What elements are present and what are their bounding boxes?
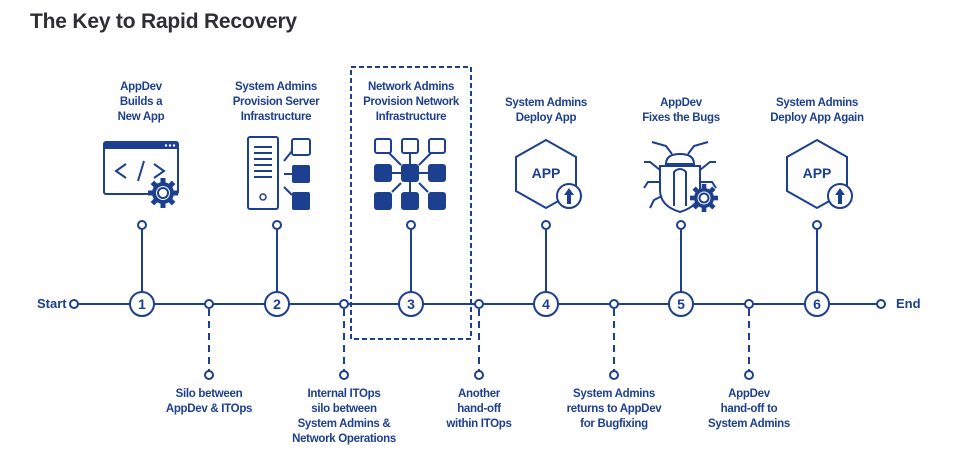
step-number: 3	[407, 296, 415, 312]
handoff-end-dot	[204, 370, 214, 380]
start-node	[69, 299, 79, 309]
step-connector-dot	[541, 220, 551, 230]
handoff-timeline-dot	[474, 299, 484, 309]
server-infrastructure-icon	[247, 136, 311, 210]
label-line: AppDev & ITOps	[165, 403, 253, 415]
label-line: hand-off to	[720, 403, 778, 415]
label-line: within ITOps	[446, 418, 512, 430]
highlight-box	[350, 66, 472, 340]
handoff-timeline-dot	[204, 299, 214, 309]
label-line: AppDev	[728, 388, 770, 400]
label-line: Silo between	[175, 388, 243, 400]
step-connector-dot	[406, 220, 416, 230]
app-icon-text: APP	[532, 165, 561, 181]
handoff-timeline-dot	[609, 299, 619, 309]
step-number-circle	[398, 291, 424, 317]
label-line: Builds a	[119, 96, 163, 108]
label-line: Provision Server	[232, 96, 320, 108]
step-number: 4	[542, 296, 550, 312]
handoff-end-dot	[474, 370, 484, 380]
handoff-timeline-dot	[339, 299, 349, 309]
step-node-3: 3	[398, 220, 424, 317]
step-1-label: AppDev Builds a New App	[56, 80, 226, 125]
label-line: Deploy App Again	[770, 112, 864, 124]
app-deploy-icon: APP	[515, 138, 582, 210]
label-line: Infrastructure	[240, 111, 312, 123]
handoff-timeline-dot	[744, 299, 754, 309]
step-number: 5	[677, 296, 685, 312]
step-6-label: System Admins Deploy App Again	[732, 96, 902, 126]
step-node-2: 2	[264, 220, 290, 317]
handoff-end-dot	[744, 370, 754, 380]
label-line: System Admins	[505, 97, 587, 109]
label-line: Network Admins	[367, 81, 455, 93]
handoff-end-dot	[609, 370, 619, 380]
label-line: for Bugfixing	[580, 418, 648, 430]
label-line: AppDev	[660, 97, 702, 109]
handoff-node-2	[339, 299, 349, 380]
label-line: Deploy App	[515, 112, 577, 124]
label-line: Internal ITOps	[307, 388, 381, 400]
label-line: Network Operations	[292, 433, 396, 445]
step-connector-dot	[812, 220, 822, 230]
step-5-label: AppDev Fixes the Bugs	[596, 96, 766, 126]
step-4-label: System Admins Deploy App	[461, 96, 631, 126]
handoff-node-3	[474, 299, 484, 380]
end-node	[876, 299, 886, 309]
label-line: Infrastructure	[375, 111, 447, 123]
handoff-node-4	[609, 299, 619, 380]
handoff-end-dot	[339, 370, 349, 380]
step-node-1: 1	[129, 220, 155, 317]
step-number-circle	[533, 291, 559, 317]
label-line: System Admins	[776, 97, 858, 109]
bug-gear-icon	[643, 141, 718, 214]
label-line: hand-off	[457, 403, 501, 415]
handoff-node-1	[204, 299, 214, 380]
step-node-5: 5	[668, 220, 694, 317]
step-number: 2	[273, 296, 281, 312]
label-line: silo between	[311, 403, 377, 415]
label-line: Another	[458, 388, 500, 400]
label-line: AppDev	[120, 81, 162, 93]
step-number-circle	[804, 291, 830, 317]
step-2-label: System Admins Provision Server Infrastru…	[191, 80, 361, 125]
handoff-5-label: AppDev hand-off to System Admins	[664, 387, 834, 432]
label-line: New App	[117, 111, 165, 123]
label-line: Fixes the Bugs	[642, 112, 720, 124]
step-number-circle	[668, 291, 694, 317]
handoff-node-5	[744, 299, 754, 380]
step-node-6: 6	[804, 220, 830, 317]
step-number: 6	[813, 296, 821, 312]
end-label: End	[896, 296, 921, 311]
app-icon-text: APP	[803, 165, 832, 181]
step-connector-dot	[272, 220, 282, 230]
handoff-1-label: Silo between AppDev & ITOps	[124, 387, 294, 417]
step-number-circle	[129, 291, 155, 317]
label-line: System Admins	[235, 81, 317, 93]
code-window-gear-icon	[103, 141, 179, 208]
label-line: returns to AppDev	[566, 403, 662, 415]
step-node-4: 4	[533, 220, 559, 317]
handoff-4-label: System Admins returns to AppDev for Bugf…	[529, 387, 699, 432]
step-connector-dot	[676, 220, 686, 230]
app-deploy-again-icon: APP	[786, 138, 853, 210]
handoff-3-label: Another hand-off within ITOps	[394, 387, 564, 432]
start-label: Start	[37, 296, 67, 311]
network-infrastructure-icon	[374, 138, 446, 210]
label-line: System Admins	[708, 418, 790, 430]
handoff-2-label: Internal ITOps silo between System Admin…	[259, 387, 429, 447]
step-connector-dot	[137, 220, 147, 230]
step-number-circle	[264, 291, 290, 317]
label-line: Provision Network	[363, 96, 459, 108]
step-3-label: Network Admins Provision Network Infrast…	[326, 80, 496, 125]
step-number: 1	[138, 296, 146, 312]
page-title: The Key to Rapid Recovery	[30, 10, 297, 33]
label-line: System Admins	[573, 388, 655, 400]
label-line: System Admins &	[297, 418, 391, 430]
